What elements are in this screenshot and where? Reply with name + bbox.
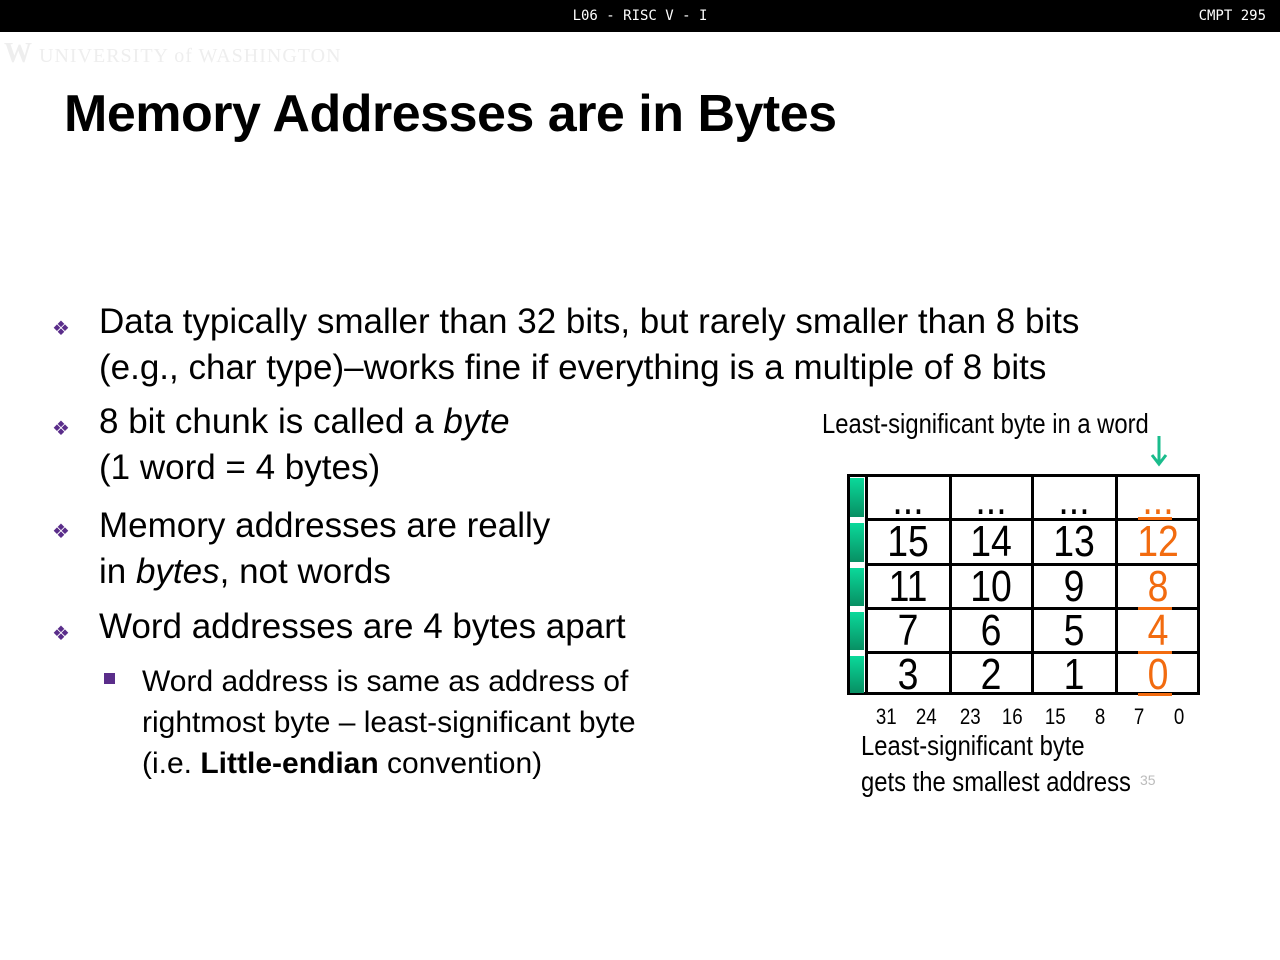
memory-grid [847, 474, 1200, 695]
byte-cell: ... [892, 475, 924, 524]
page-number: 35 [1140, 772, 1156, 788]
byte-cell: 5 [1063, 606, 1085, 655]
sub-bullet: Word address is same as address of right… [142, 661, 636, 784]
bullet-3-line-2: in bytes, not words [99, 549, 550, 595]
bit-label: 0 [1173, 704, 1185, 729]
sub-bullet-line-1: Word address is same as address of [142, 665, 629, 698]
highlight-mark [1138, 517, 1172, 520]
bullet-icon: ❖ [52, 521, 70, 543]
diagram-bottom-label-2: gets the smallest address [861, 766, 1131, 797]
bullet-1-line-1: Data typically smaller than 32 bits, but… [99, 302, 1080, 341]
column-divider [949, 474, 952, 695]
text: in [99, 552, 136, 591]
bullet-2-line-1: 8 bit chunk is called a byte [99, 399, 510, 445]
sub-bullet-icon [104, 673, 115, 684]
bit-label: 16 [1001, 704, 1023, 729]
lecture-title: L06 - RISC V - I [572, 8, 708, 24]
bullet-icon: ❖ [52, 418, 70, 440]
bit-label: 8 [1094, 704, 1106, 729]
row-marker [850, 478, 864, 517]
column-divider [1115, 474, 1118, 695]
bullet-1-line-2: (e.g., char type)–works fine if everythi… [99, 348, 1047, 387]
university-logo: W UNIVERSITY of WASHINGTON [4, 38, 342, 69]
byte-cell: 2 [980, 650, 1002, 699]
byte-cell: 12 [1137, 517, 1179, 566]
bullet-2: 8 bit chunk is called a byte (1 word = 4… [99, 399, 510, 491]
highlight-mark [1138, 693, 1172, 696]
column-divider [1031, 474, 1034, 695]
bit-label: 15 [1044, 704, 1066, 729]
bullet-3: Memory addresses are really in bytes, no… [99, 503, 550, 595]
emphasis: byte [443, 402, 510, 441]
byte-cell: 6 [980, 606, 1002, 655]
byte-cell: 8 [1147, 562, 1169, 611]
sub-bullet-line-2: rightmost byte – least-significant byte [142, 706, 636, 739]
byte-cell: ... [1058, 475, 1090, 524]
bit-label: 31 [875, 704, 897, 729]
logo-text: UNIVERSITY of WASHINGTON [39, 45, 342, 67]
arrow-down-icon [1150, 436, 1168, 467]
text: , not words [219, 552, 391, 591]
byte-cell: 13 [1053, 517, 1095, 566]
course-code: CMPT 295 [1198, 8, 1266, 24]
text: 8 bit chunk is called a [99, 402, 444, 441]
row-marker [850, 568, 864, 606]
highlight-mark [1138, 651, 1172, 654]
bit-label: 23 [959, 704, 981, 729]
bullet-4: Word addresses are 4 bytes apart [99, 604, 626, 650]
byte-cell: ... [975, 475, 1007, 524]
bold-text: Little-endian [200, 747, 379, 780]
bit-label: 24 [915, 704, 937, 729]
text: (i.e. [142, 747, 201, 780]
byte-cell: ... [1142, 475, 1174, 524]
diagram-top-label: Least-significant byte in a word [822, 408, 1149, 439]
emphasis: bytes [135, 552, 220, 591]
bullet-1: Data typically smaller than 32 bits, but… [99, 299, 1079, 391]
bullet-icon: ❖ [52, 623, 70, 645]
highlight-mark [1138, 607, 1172, 610]
top-bar: L06 - RISC V - I CMPT 295 [0, 0, 1280, 32]
byte-cell: 15 [887, 517, 929, 566]
byte-cell: 7 [897, 606, 919, 655]
byte-cell: 14 [970, 517, 1012, 566]
row-marker [850, 656, 864, 693]
bullet-icon: ❖ [52, 318, 70, 340]
byte-cell: 10 [970, 562, 1012, 611]
byte-cell: 4 [1147, 606, 1169, 655]
row-marker [850, 612, 864, 650]
column-divider [865, 474, 868, 695]
byte-cell: 11 [888, 562, 928, 611]
bit-label: 7 [1133, 704, 1145, 729]
byte-cell: 9 [1063, 562, 1085, 611]
bullet-4-line-1: Word addresses are 4 bytes apart [99, 607, 626, 646]
byte-cell: 1 [1063, 650, 1085, 699]
byte-cell: 0 [1147, 650, 1169, 699]
sub-bullet-line-3: (i.e. Little-endian convention) [142, 743, 636, 784]
slide-title: Memory Addresses are in Bytes [64, 85, 837, 143]
text: convention) [378, 747, 543, 780]
row-marker [850, 523, 864, 562]
diagram-bottom-label-1: Least-significant byte [861, 730, 1085, 761]
bullet-3-line-1: Memory addresses are really [99, 506, 551, 545]
bullet-2-line-2: (1 word = 4 bytes) [99, 448, 381, 487]
byte-cell: 3 [897, 650, 919, 699]
